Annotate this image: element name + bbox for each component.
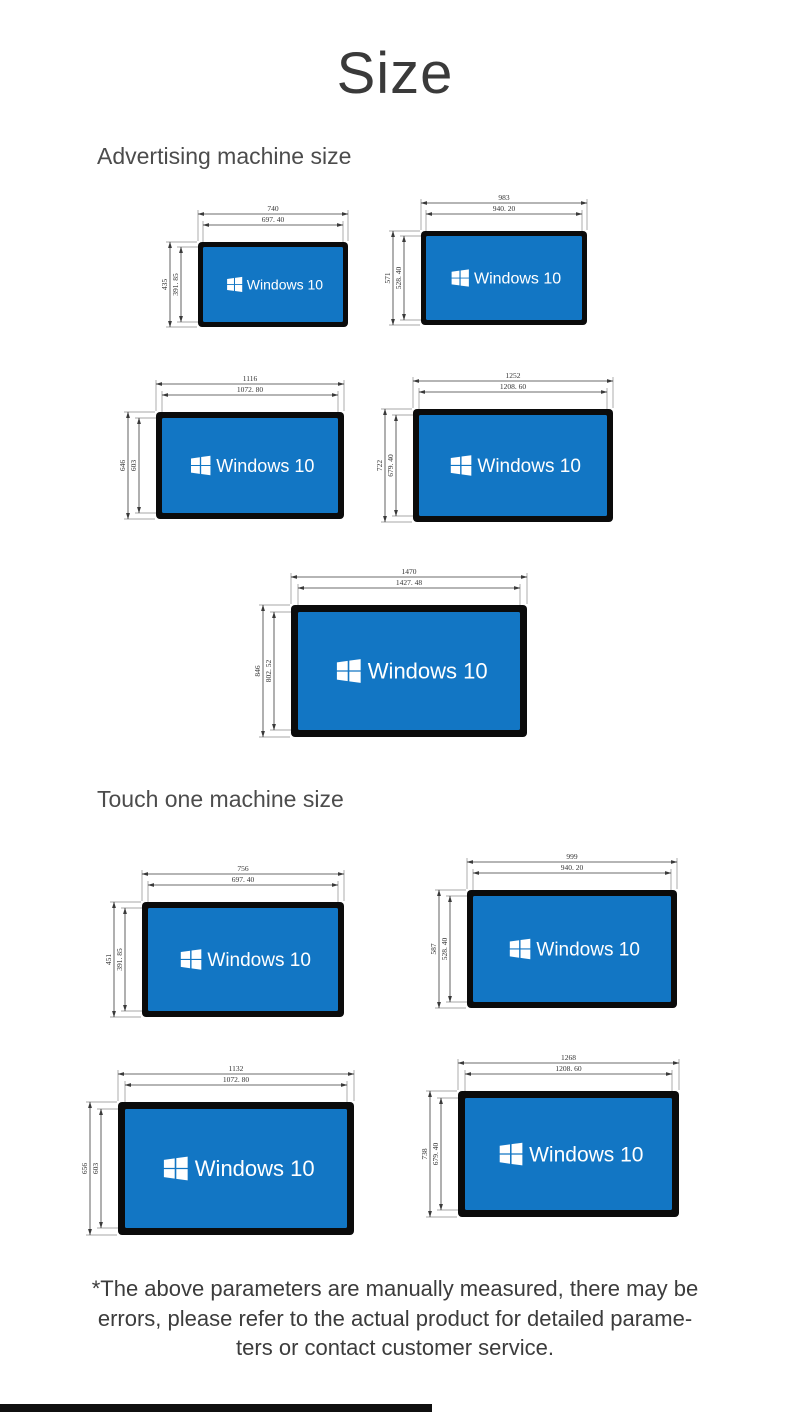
- outer-height-label: 646: [118, 460, 127, 472]
- inner-height-label: 391. 85: [171, 273, 180, 296]
- windows-label: Windows 10: [368, 659, 488, 684]
- outer-height-label: 451: [104, 954, 113, 966]
- windows-logo-icon: [499, 1142, 523, 1166]
- outer-height-label: 738: [420, 1148, 429, 1160]
- disclaimer: *The above parameters are manually measu…: [0, 1274, 790, 1363]
- monitor-screen: [162, 418, 338, 513]
- monitor-screen: [426, 236, 582, 320]
- inner-width-label: 1208. 60: [555, 1064, 582, 1073]
- disclaimer-line: errors, please refer to the actual produ…: [97, 1305, 693, 1331]
- inner-height-label: 528. 40: [394, 267, 403, 290]
- windows-label: Windows 10: [477, 456, 581, 477]
- monitor-screen: [298, 612, 520, 730]
- windows-label: Windows 10: [536, 940, 640, 961]
- page-title: Size: [336, 41, 454, 106]
- windows-label: Windows 10: [247, 276, 323, 292]
- inner-width-label: 697. 40: [232, 875, 255, 884]
- outer-width-label: 740: [267, 204, 279, 213]
- outer-height-label: 656: [80, 1163, 89, 1175]
- inner-height-label: 528. 40: [440, 938, 449, 961]
- inner-width-label: 697. 40: [262, 215, 285, 224]
- inner-width-label: 1072. 80: [223, 1075, 250, 1084]
- windows-label: Windows 10: [216, 456, 314, 476]
- outer-width-label: 1116: [243, 374, 258, 383]
- inner-height-label: 391. 85: [115, 948, 124, 971]
- outer-width-label: 1132: [229, 1064, 244, 1073]
- monitor-screen: [203, 247, 343, 322]
- outer-width-label: 983: [498, 193, 510, 202]
- inner-width-label: 1427. 48: [396, 578, 423, 587]
- windows-label: Windows 10: [195, 1156, 315, 1181]
- windows-label: Windows 10: [529, 1143, 643, 1166]
- windows-logo-icon: [191, 455, 211, 476]
- inner-height-label: 603: [91, 1163, 100, 1175]
- outer-height-label: 587: [429, 943, 438, 955]
- monitor-screen: [465, 1098, 672, 1210]
- monitor-screen: [473, 896, 671, 1002]
- section-heading-advertising: Advertising machine size: [97, 143, 352, 169]
- section-heading-touch: Touch one machine size: [97, 786, 344, 812]
- inner-height-label: 679. 40: [431, 1143, 440, 1166]
- windows-logo-icon: [180, 949, 202, 970]
- monitor-screen: [148, 908, 338, 1011]
- windows-logo-icon: [227, 276, 243, 293]
- outer-width-label: 1470: [402, 567, 417, 576]
- inner-width-label: 940. 20: [493, 204, 516, 213]
- outer-width-label: 1268: [561, 1053, 576, 1062]
- disclaimer-line: ters or contact customer service.: [236, 1335, 554, 1361]
- outer-width-label: 756: [237, 864, 249, 873]
- windows-label: Windows 10: [207, 950, 311, 971]
- windows-label: Windows 10: [474, 271, 561, 288]
- windows-logo-icon: [336, 659, 361, 683]
- inner-width-label: 940. 20: [561, 863, 584, 872]
- outer-height-label: 846: [253, 665, 262, 677]
- inner-height-label: 603: [129, 460, 138, 472]
- monitor-screen: [125, 1109, 347, 1228]
- disclaimer-line: *The above parameters are manually measu…: [91, 1276, 699, 1301]
- windows-logo-icon: [451, 269, 469, 287]
- inner-width-label: 1208. 60: [500, 382, 527, 391]
- inner-width-label: 1072. 80: [237, 385, 264, 394]
- monitor-screen: [419, 415, 607, 516]
- footer-bar: [0, 1404, 432, 1412]
- outer-height-label: 571: [383, 272, 392, 284]
- outer-width-label: 1252: [506, 371, 521, 380]
- windows-logo-icon: [163, 1156, 188, 1181]
- inner-height-label: 679. 40: [386, 454, 395, 477]
- windows-logo-icon: [509, 938, 531, 960]
- windows-logo-icon: [450, 455, 472, 476]
- outer-height-label: 722: [375, 460, 384, 472]
- inner-height-label: 802. 52: [264, 660, 273, 683]
- outer-width-label: 999: [566, 852, 578, 861]
- outer-height-label: 435: [160, 279, 169, 291]
